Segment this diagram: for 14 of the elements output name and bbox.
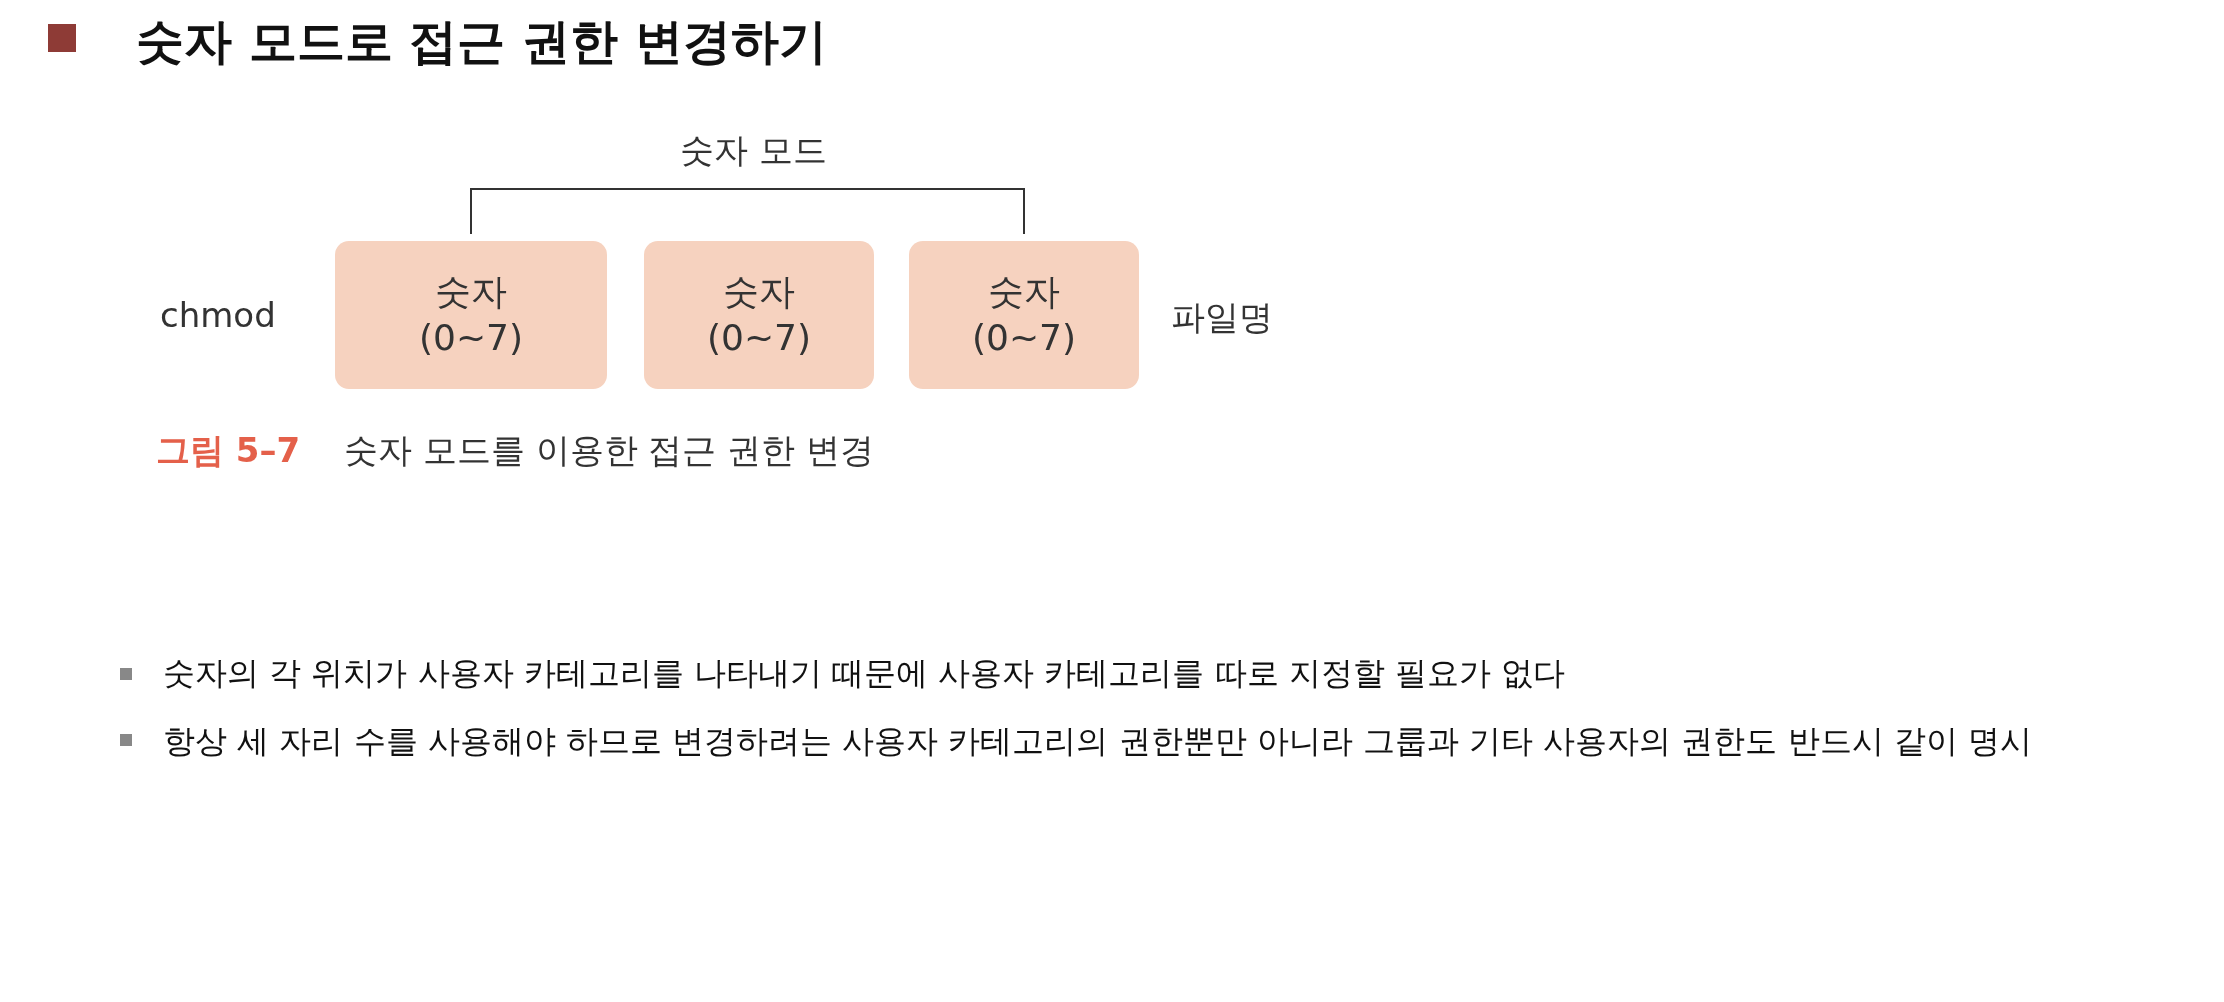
- command-label: chmod: [160, 295, 276, 335]
- group-label: 숫자 모드: [680, 129, 827, 172]
- digit-label: 숫자 (0~7): [970, 270, 1078, 360]
- bullet-text: 숫자의 각 위치가 사용자 카테고리를 나타내기 때문에 사용자 카테고리를 따로 지정할 필요가 없다: [163, 653, 1567, 694]
- figure-number: 그림 5–7: [156, 429, 301, 472]
- digit-label: 숫자 (0~7): [417, 270, 525, 360]
- bullet-text: 항상 세 자리 수를 사용해야 하므로 변경하려는 사용자 카테고리의 권한뿐만 아니라 그룹과 기타 사용자의 권한도 반드시 같이 명시: [163, 721, 2033, 762]
- slide-title: 숫자 모드로 접근 권한 변경하기: [136, 12, 827, 71]
- digit-box: [644, 241, 874, 389]
- digit-label: 숫자 (0~7): [705, 270, 813, 360]
- digit-box: [909, 241, 1139, 389]
- figure-caption: 숫자 모드를 이용한 접근 권한 변경: [344, 429, 875, 472]
- digit-box: [335, 241, 607, 389]
- filename-label: 파일명: [1171, 296, 1273, 339]
